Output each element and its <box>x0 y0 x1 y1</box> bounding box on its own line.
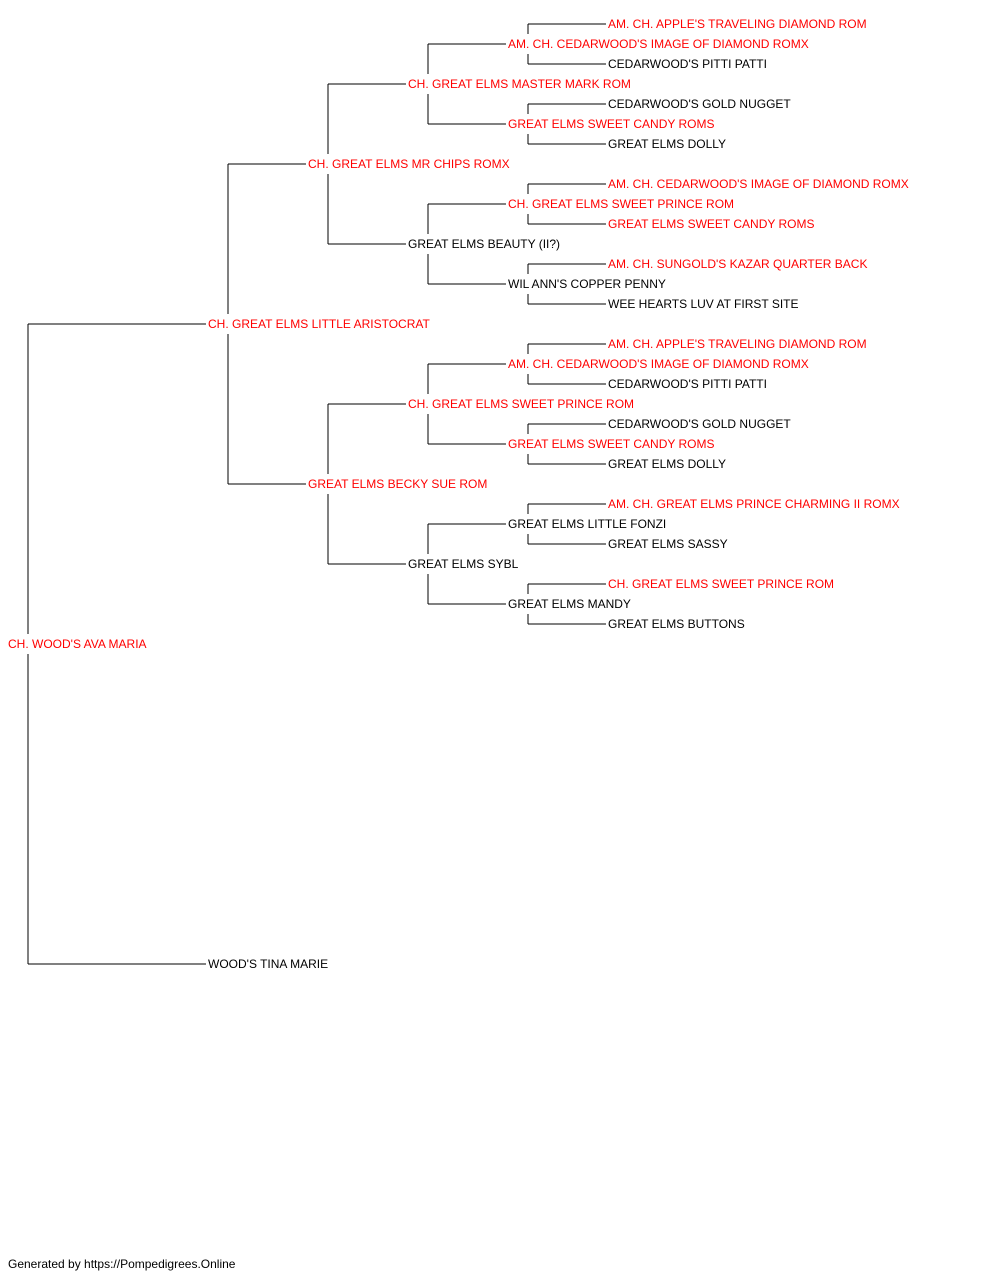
sire-name: GREAT ELMS LITTLE FONZI <box>508 517 667 531</box>
dam-name: CEDARWOOD'S PITTI PATTI <box>608 377 767 391</box>
dam-name: GREAT ELMS DOLLY <box>608 457 727 471</box>
dam-name: GREAT ELMS DOLLY <box>608 137 727 151</box>
sire-name: CH. GREAT ELMS MASTER MARK ROM <box>408 77 631 91</box>
dam-name: WIL ANN'S COPPER PENNY <box>508 277 666 291</box>
dam-name: GREAT ELMS SWEET CANDY ROMS <box>508 437 715 451</box>
dam-name: GREAT ELMS MANDY <box>508 597 631 611</box>
sire-name: AM. CH. GREAT ELMS PRINCE CHARMING II RO… <box>608 497 900 511</box>
dam-name: CEDARWOOD'S PITTI PATTI <box>608 57 767 71</box>
dam-name: GREAT ELMS BECKY SUE ROM <box>308 477 488 491</box>
sire-name: AM. CH. CEDARWOOD'S IMAGE OF DIAMOND ROM… <box>508 37 809 51</box>
dam-name: GREAT ELMS BUTTONS <box>608 617 745 631</box>
dam-name: GREAT ELMS SASSY <box>608 537 728 551</box>
generated-by-footer: Generated by https://Pompedigrees.Online <box>8 1257 236 1271</box>
sire-name: CH. GREAT ELMS SWEET PRINCE ROM <box>408 397 635 411</box>
sire-name: AM. CH. CEDARWOOD'S IMAGE OF DIAMOND ROM… <box>608 177 909 191</box>
subject-name: CH. WOOD'S AVA MARIA <box>8 637 147 651</box>
sire-name: AM. CH. CEDARWOOD'S IMAGE OF DIAMOND ROM… <box>508 357 809 371</box>
dam-name: GREAT ELMS SWEET CANDY ROMS <box>608 217 815 231</box>
sire-name: AM. CH. SUNGOLD'S KAZAR QUARTER BACK <box>608 257 868 271</box>
sire-name: CEDARWOOD'S GOLD NUGGET <box>608 417 791 431</box>
dam-name: GREAT ELMS SYBL <box>408 557 519 571</box>
sire-name: CH. GREAT ELMS SWEET PRINCE ROM <box>608 577 835 591</box>
sire-name: CH. GREAT ELMS LITTLE ARISTOCRAT <box>208 317 430 331</box>
dam-name: GREAT ELMS SWEET CANDY ROMS <box>508 117 715 131</box>
sire-name: AM. CH. APPLE'S TRAVELING DIAMOND ROM <box>608 337 867 351</box>
dam-name: WOOD'S TINA MARIE <box>208 957 329 971</box>
dam-name: WEE HEARTS LUV AT FIRST SITE <box>608 297 799 311</box>
dam-name: GREAT ELMS BEAUTY (II?) <box>408 237 561 251</box>
sire-name: CEDARWOOD'S GOLD NUGGET <box>608 97 791 111</box>
sire-name: CH. GREAT ELMS MR CHIPS ROMX <box>308 157 510 171</box>
sire-name: AM. CH. APPLE'S TRAVELING DIAMOND ROM <box>608 17 867 31</box>
sire-name: CH. GREAT ELMS SWEET PRINCE ROM <box>508 197 735 211</box>
